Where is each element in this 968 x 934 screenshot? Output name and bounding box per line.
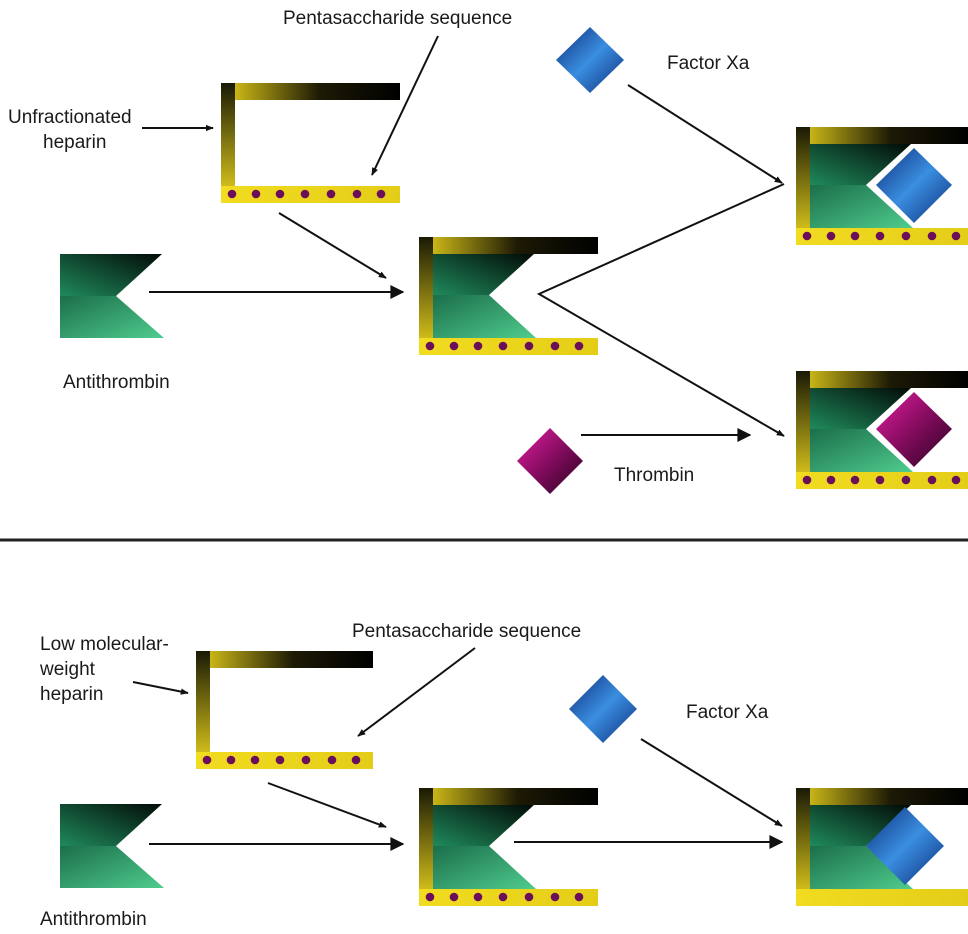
arrow-lmwh-to-complex [267, 782, 387, 828]
label-low-molecular: Low molecular- [40, 634, 169, 655]
pentasaccharide-beads-bottom [202, 755, 361, 765]
label-thrombin: Thrombin [614, 465, 694, 486]
factor-xa-top [556, 27, 624, 93]
complex-thrombin [796, 371, 968, 489]
label-weight: weight [39, 659, 96, 680]
arrow-pentasaccharide-top [371, 35, 439, 176]
label-pentasaccharide-bottom: Pentasaccharide sequence [352, 621, 581, 642]
arrow-factor-xa-to-complex [627, 84, 783, 184]
label-unfractionated: Unfractionated [8, 107, 132, 128]
antithrombin-bottom [60, 804, 164, 888]
bottom-arrows [132, 647, 784, 851]
pentasaccharide-beads [227, 189, 386, 199]
label-antithrombin-bottom: Antithrombin [40, 909, 147, 930]
antithrombin-top [60, 254, 164, 338]
complex-factor-xa-bottom [796, 788, 968, 906]
complex-factor-xa-top [796, 127, 968, 245]
lmwh-antithrombin-complex [419, 788, 598, 906]
label-factor-xa-top: Factor Xa [667, 53, 750, 74]
top-arrows [142, 35, 785, 442]
arrow-heparin-to-complex [278, 212, 387, 279]
label-heparin-bottom: heparin [40, 684, 103, 705]
arrow-lmwh-label [132, 681, 189, 695]
arrow-factor-xa-bottom [640, 738, 783, 827]
arrow-complex-branch [536, 183, 785, 437]
label-pentasaccharide-top: Pentasaccharide sequence [283, 8, 512, 29]
factor-xa-bottom [569, 675, 637, 743]
label-factor-xa-bottom: Factor Xa [686, 702, 769, 723]
arrow-pentasaccharide-bottom [357, 647, 476, 737]
label-heparin: heparin [43, 132, 106, 153]
heparin-antithrombin-complex-top [419, 237, 598, 355]
thrombin-free [517, 428, 583, 494]
heparin-bottom-free [196, 651, 373, 769]
label-antithrombin-top: Antithrombin [63, 372, 170, 393]
heparin-top-free [221, 83, 400, 203]
